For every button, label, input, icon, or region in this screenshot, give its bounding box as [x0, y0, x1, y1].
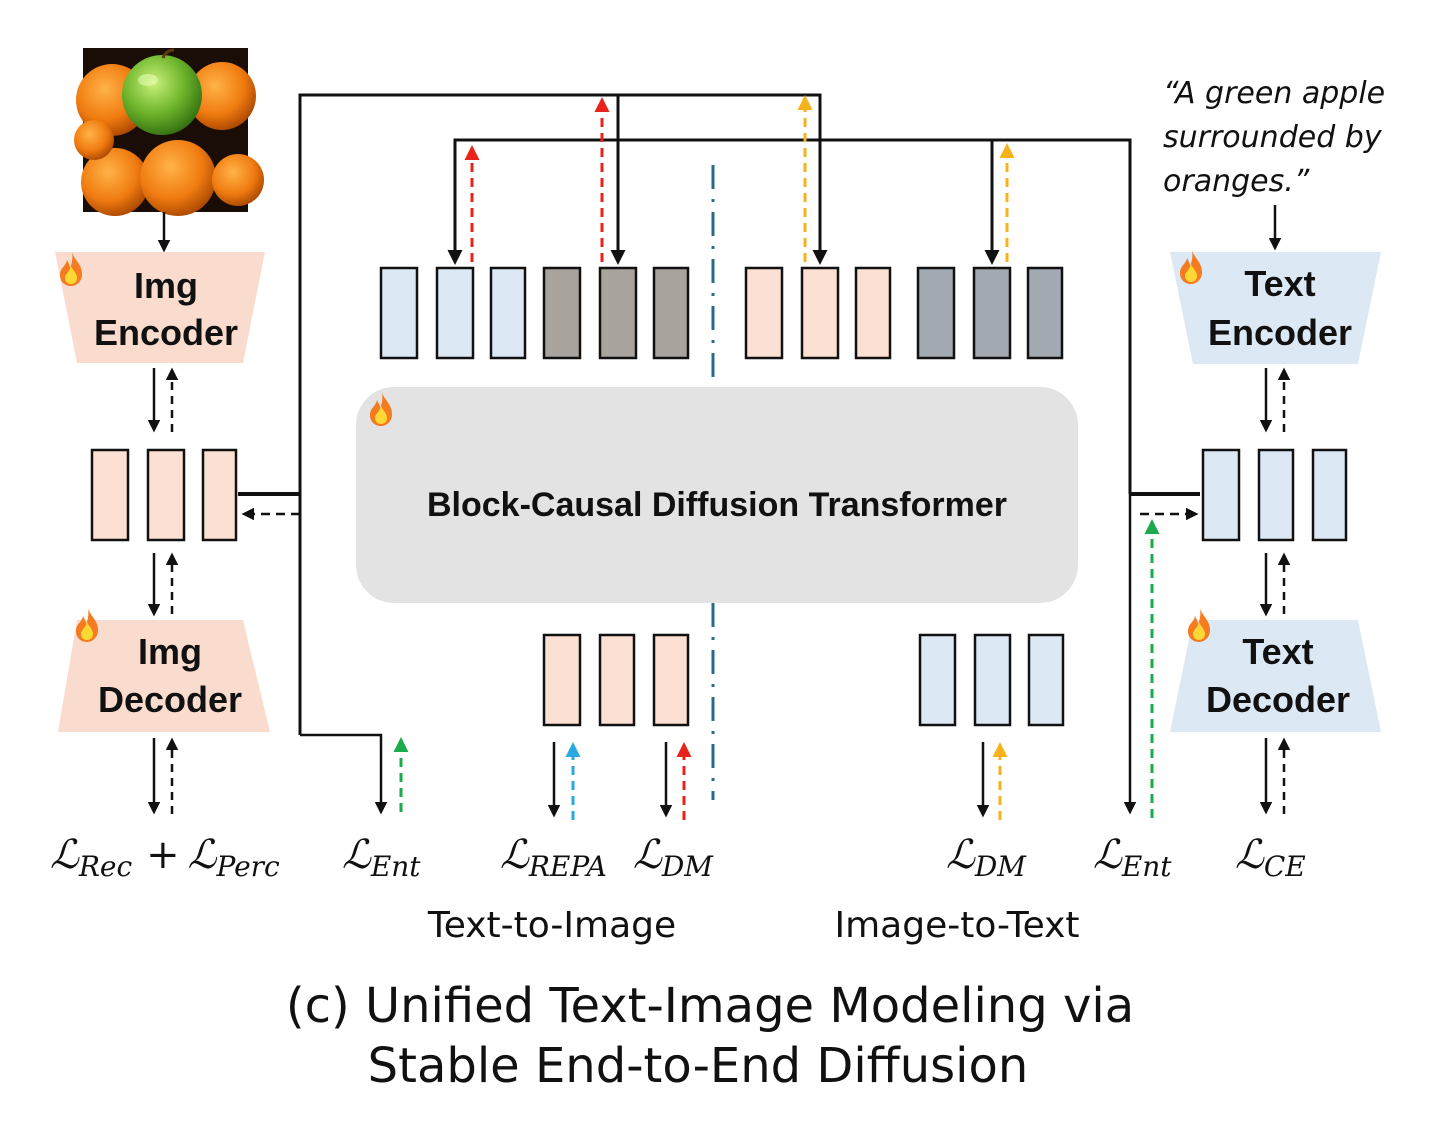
image-latent-token [201, 448, 238, 542]
svg-text:ℒDM: ℒDM [633, 832, 714, 883]
t2i-noisy-image-tokens [542, 266, 690, 360]
text-token [435, 266, 475, 360]
image-route-to-noisy-token [298, 93, 626, 735]
img-decoder: Img Decoder [58, 608, 270, 732]
noisy-image-token [598, 266, 638, 360]
text-token [379, 266, 419, 360]
image-latent-tokens [90, 448, 238, 542]
loss-ce: ℒCE [1235, 832, 1306, 883]
svg-text:ℒREPA: ℒREPA [500, 832, 607, 883]
text-token [1027, 633, 1065, 727]
loss-ent-right: ℒEnt [1093, 832, 1172, 883]
img-decoder-line2: Decoder [98, 679, 242, 720]
noisy-text-token [972, 266, 1012, 360]
image-token [542, 633, 582, 727]
noisy-text-token [916, 266, 956, 360]
loss-symbol: ℒ [946, 832, 976, 878]
loss-subscript-rec: Rec [78, 850, 133, 883]
loss-subscript-dm: DM [661, 850, 714, 883]
loss-symbol: ℒ [1235, 832, 1265, 878]
i2t-noisy-text-tokens [916, 266, 1064, 360]
section-label-text-to-image: Text-to-Image [427, 905, 676, 946]
loss-subscript-ce: CE [1264, 850, 1306, 883]
i2t-output-text-tokens [918, 633, 1065, 727]
route-to-left-ent-loss [300, 733, 388, 815]
loss-subscript-repa: REPA [528, 850, 607, 883]
input-caption-line2: surrounded by [1163, 120, 1383, 155]
figure-title-line2: Stable End-to-End Diffusion [368, 1038, 1029, 1094]
transformer-label: Block-Causal Diffusion Transformer [427, 486, 1007, 524]
noisy-text-token [1026, 266, 1064, 360]
text-decoder-line2: Decoder [1206, 679, 1350, 720]
loss-symbol: ℒ [633, 832, 663, 878]
image-route-to-i2t-image-token [618, 93, 828, 265]
noisy-image-token [652, 266, 690, 360]
section-label-image-to-text: Image-to-Text [834, 905, 1079, 946]
loss-symbol: ℒ [342, 832, 372, 878]
svg-text:ℒCE: ℒCE [1235, 832, 1306, 883]
svg-text:ℒRec+ℒPerc: ℒRec+ℒPerc [50, 832, 280, 883]
loss-subscript-perc: Perc [215, 850, 280, 883]
image-token [652, 633, 690, 727]
input-image [74, 48, 264, 216]
loss-repa: ℒREPA [500, 832, 607, 883]
text-token [973, 633, 1012, 727]
flame-icon [1188, 608, 1210, 642]
text-encoder: Text Encoder [1170, 250, 1381, 364]
img-encoder: Img Encoder [55, 252, 265, 363]
loss-subscript-ent: Ent [370, 850, 421, 883]
text-latent-token [1201, 448, 1241, 542]
loss-subscript-ent: Ent [1121, 850, 1172, 883]
loss-symbol: ℒ [188, 832, 218, 878]
loss-dm-left: ℒDM [633, 832, 714, 883]
image-token [744, 266, 784, 360]
loss-dm-right: ℒDM [946, 832, 1027, 883]
loss-symbol: ℒ [500, 832, 530, 878]
text-latent-token [1257, 448, 1295, 542]
loss-ent-left: ℒEnt [342, 832, 421, 883]
flame-icon [76, 608, 98, 642]
image-latent-token [146, 448, 186, 542]
image-token [800, 266, 840, 360]
text-decoder-line1: Text [1242, 631, 1313, 672]
img-encoder-line1: Img [134, 265, 198, 306]
image-latent-token [90, 448, 130, 542]
img-encoder-line2: Encoder [94, 312, 238, 353]
svg-text:ℒDM: ℒDM [946, 832, 1027, 883]
block-causal-diffusion-transformer: Block-Causal Diffusion Transformer [356, 387, 1078, 603]
loss-symbol: ℒ [50, 832, 80, 878]
text-route-to-t2i-text-token [447, 138, 1132, 494]
noisy-image-token [542, 266, 582, 360]
text-token [918, 633, 957, 727]
image-token [854, 266, 892, 360]
t2i-output-image-tokens [542, 633, 690, 727]
svg-text:ℒEnt: ℒEnt [1093, 832, 1172, 883]
text-decoder: Text Decoder [1170, 608, 1381, 732]
svg-text:ℒEnt: ℒEnt [342, 832, 421, 883]
img-decoder-line1: Img [138, 631, 202, 672]
text-encoder-line1: Text [1244, 263, 1315, 304]
t2i-text-tokens [379, 266, 527, 360]
image-token [598, 633, 636, 727]
loss-rec-perc: ℒRec+ℒPerc [50, 832, 280, 883]
i2t-image-tokens [744, 266, 892, 360]
input-caption-line3: oranges.” [1163, 164, 1310, 199]
input-caption: “A green apple surrounded by oranges.” [1163, 76, 1385, 199]
input-caption-line1: “A green apple [1163, 76, 1385, 111]
figure-title-line1: (c) Unified Text-Image Modeling via [286, 978, 1134, 1034]
text-latent-token [1311, 448, 1348, 542]
text-latent-tokens [1201, 448, 1348, 542]
text-token [489, 266, 527, 360]
text-encoder-line2: Encoder [1208, 312, 1352, 353]
loss-symbol: ℒ [1093, 832, 1123, 878]
loss-subscript-dm: DM [974, 850, 1027, 883]
loss-plus: + [146, 832, 180, 878]
